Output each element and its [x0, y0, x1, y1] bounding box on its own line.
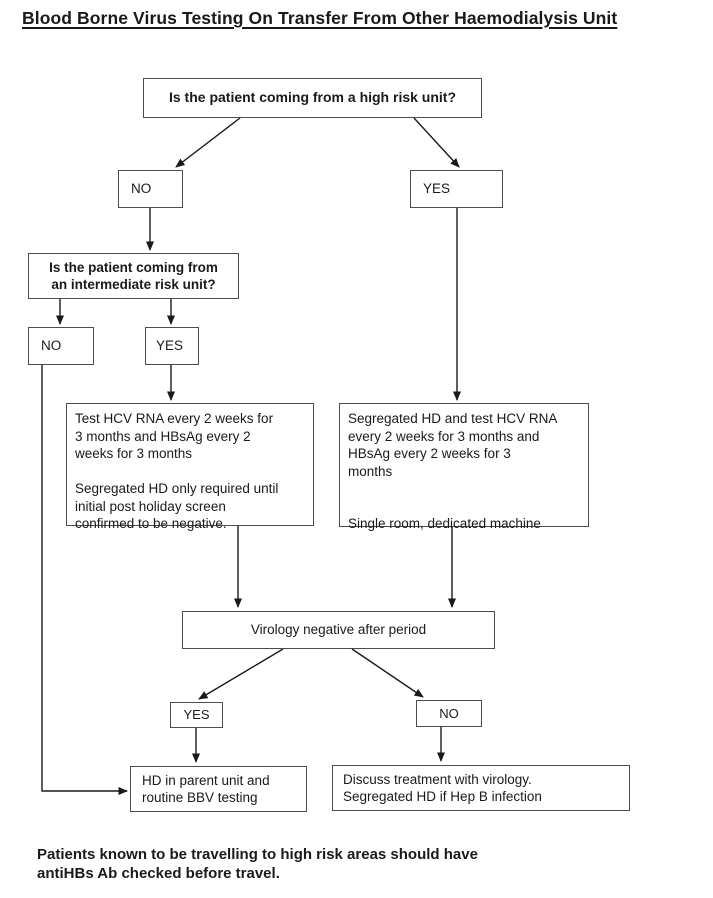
node-question-high-risk: Is the patient coming from a high risk u… — [143, 78, 482, 118]
node-hd-parent-unit: HD in parent unit and routine BBV testin… — [130, 766, 307, 812]
node-intermediate-risk-action: Test HCV RNA every 2 weeks for 3 months … — [66, 403, 314, 531]
node-yes-bottom: YES — [170, 702, 223, 728]
node-high-risk-action: Segregated HD and test HCV RNA every 2 w… — [339, 403, 589, 531]
node-question-intermediate-risk: Is the patient coming from an intermedia… — [28, 253, 239, 299]
footnote: Patients known to be travelling to high … — [37, 846, 478, 882]
node-no-mid: NO — [28, 327, 94, 365]
node-virology-negative: Virology negative after period — [182, 611, 495, 649]
node-no-top: NO — [118, 170, 183, 208]
arrow-nomid-to-hdparent — [41, 365, 128, 795]
arrow-virology-to-no — [351, 648, 424, 698]
node-yes-mid: YES — [145, 327, 199, 365]
arrow-highrisk-to-no — [175, 117, 241, 168]
arrow-highrisk-to-yes — [413, 117, 460, 168]
arrow-virology-to-yes — [198, 648, 284, 700]
node-discuss-virology: Discuss treatment with virology. Segrega… — [332, 765, 630, 811]
node-no-bottom: NO — [416, 700, 482, 727]
page-title: Blood Borne Virus Testing On Transfer Fr… — [22, 8, 618, 28]
node-yes-top: YES — [410, 170, 503, 208]
